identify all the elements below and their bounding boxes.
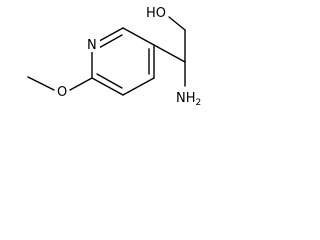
methoxy-oxygen-label: O bbox=[57, 85, 67, 100]
chemical-structure: N HO NH2 O bbox=[27, 6, 201, 108]
amino-label: NH2 bbox=[176, 91, 201, 108]
bond-ring-to-alpha-carbon bbox=[153, 44, 186, 63]
double-bond-c5-c6 bbox=[96, 73, 123, 89]
bond-ch2-to-oh bbox=[168, 16, 186, 31]
bond-c4-c5 bbox=[122, 77, 155, 96]
double-bond-n-c2 bbox=[96, 34, 123, 50]
pyridine-ring bbox=[91, 27, 155, 96]
amino-nh: NH bbox=[176, 91, 196, 106]
hydroxyl-label: HO bbox=[146, 6, 166, 21]
amino-subscript: 2 bbox=[196, 98, 202, 108]
bond-oxygen-to-methyl bbox=[27, 76, 55, 91]
bond-c5-c6 bbox=[91, 77, 124, 96]
n-label-mask bbox=[84, 36, 100, 52]
ring-nitrogen-label: N bbox=[87, 38, 97, 53]
bond-c2-c3 bbox=[122, 27, 155, 46]
bond-c6-to-oxygen bbox=[69, 77, 93, 91]
